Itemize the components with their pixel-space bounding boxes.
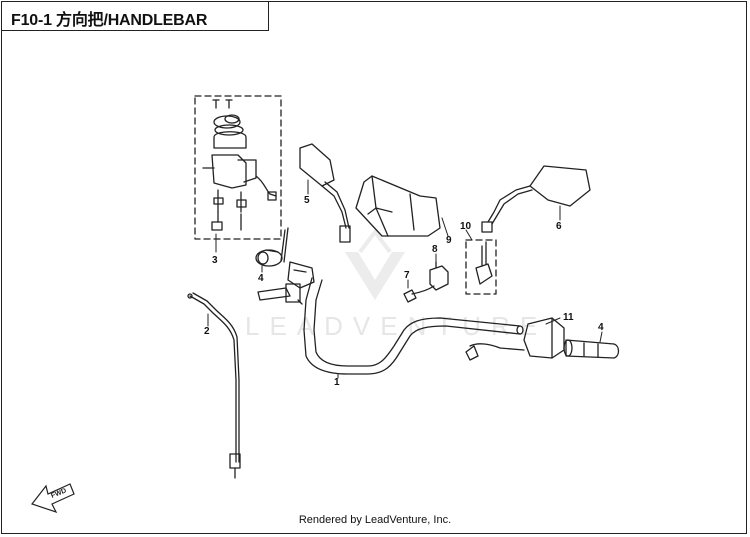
part-9-hand-guard: [355, 175, 441, 237]
callout-7: 7: [404, 270, 410, 281]
part-3-dashed-box: [194, 95, 282, 240]
callout-2: 2: [204, 326, 210, 337]
callout-5: 5: [304, 195, 310, 206]
part-5-mirror-left: [299, 143, 351, 243]
part-1-handlebar: [303, 277, 524, 375]
callout-3: 3: [212, 255, 218, 266]
part-11-right-switch: [465, 317, 565, 361]
leader-lines: [207, 179, 603, 379]
callout-numbers: 1 2 3 4 4 5 6 7 8 9 10 11: [204, 195, 604, 388]
part-3-switch-assembly: [194, 95, 282, 240]
callout-11: 11: [563, 312, 574, 323]
callout-8: 8: [432, 244, 438, 255]
callout-4-right: 4: [598, 322, 604, 333]
left-lever-assembly: [257, 227, 315, 305]
footer-credit: Rendered by LeadVenture, Inc.: [298, 514, 452, 526]
watermark-text: LEADVENTURE: [245, 311, 547, 341]
fwd-arrow: FWD: [31, 483, 75, 514]
watermark: LEADVENTURE: [245, 228, 547, 341]
callout-4-left: 4: [258, 273, 264, 284]
part-10-bracket: [465, 239, 497, 295]
part-4-grip-left: [255, 249, 283, 267]
callout-6: 6: [556, 221, 562, 232]
part-8-switch: [429, 261, 449, 291]
part-7-connector: [403, 285, 435, 303]
part-4-grip-right: [563, 339, 620, 359]
callout-10: 10: [460, 221, 472, 232]
callout-9: 9: [446, 235, 452, 246]
page-title: F10-1 方向把/HANDLEBAR: [11, 12, 208, 29]
part-2-cable: [187, 292, 241, 479]
callout-1: 1: [334, 377, 340, 388]
part-6-mirror-right: [481, 165, 591, 233]
title-box: F10-1 方向把/HANDLEBAR: [1, 1, 269, 31]
